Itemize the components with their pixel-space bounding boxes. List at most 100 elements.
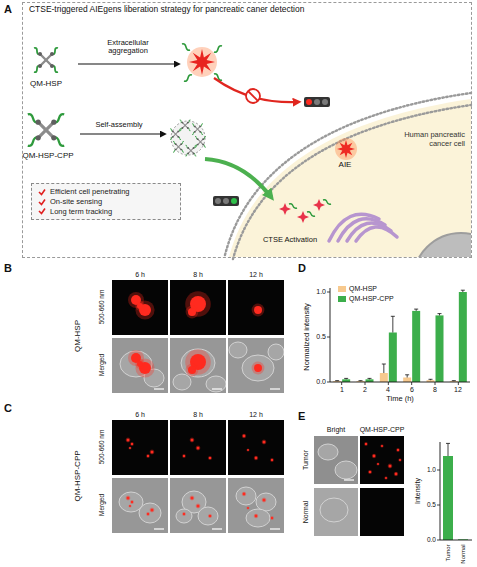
peptide-chain: [180, 128, 183, 131]
molecule-atom: [172, 136, 174, 138]
fluorescence-glow: [146, 454, 150, 458]
micrograph: [360, 488, 404, 536]
tick-label: 12: [454, 386, 462, 394]
fluorescence-spot: [209, 457, 212, 460]
tick-label: 4: [386, 386, 390, 394]
scale-bar: [344, 479, 354, 480]
fluorescence-glow: [135, 300, 154, 319]
micrograph: [228, 280, 284, 335]
fluorescence-glow: [135, 359, 145, 369]
fluorescence-glow: [135, 301, 145, 311]
axis-title: Intensity: [414, 478, 422, 504]
legend-swatch: [338, 296, 346, 302]
fluorescence-spot: [191, 439, 194, 442]
fluorescence-spot: [147, 455, 149, 457]
peptide-chain: [200, 132, 203, 135]
molecule-atom: [172, 131, 174, 133]
molecule-icon: [34, 48, 58, 72]
peptide-chain: [181, 141, 184, 144]
micrograph: [170, 478, 226, 533]
axis-tick: [327, 292, 330, 293]
peptide-chain: [173, 141, 176, 144]
endoplasmic-reticulum: [338, 219, 385, 241]
check-item: Efficient cell penetrating: [38, 187, 174, 197]
molecule-icon: [170, 129, 181, 140]
micrograph-ground: [170, 338, 226, 393]
tick-label: 0.5: [316, 333, 326, 341]
micrograph: [314, 488, 358, 536]
axis-tick: [437, 505, 440, 506]
micrograph: [228, 420, 284, 475]
molecule-core: [198, 139, 203, 144]
bar-chart: [327, 288, 470, 385]
check-mark-stroke: [39, 199, 45, 204]
molecule-atom: [36, 135, 41, 140]
peptide-chain: [188, 128, 191, 131]
bar-chart: [437, 442, 472, 540]
fluorescence-spot: [243, 493, 246, 496]
panel-title: CTSE-triggered AIEgens liberation strate…: [23, 3, 471, 17]
feature-text: Efficient cell penetrating: [50, 187, 130, 197]
molecule-core: [182, 123, 187, 128]
check-item: Long term tracking: [38, 207, 174, 217]
cell-outline: [320, 498, 348, 522]
cell-outline: [236, 487, 256, 505]
fluorescence-glow: [208, 514, 212, 518]
fluorescence-glow: [128, 446, 131, 449]
molecule-atom: [180, 149, 182, 151]
peptide-chain: [170, 129, 173, 132]
ctse-star: [297, 211, 309, 223]
tick-label: Tumor: [445, 544, 452, 561]
tick-label: 0.0: [316, 378, 326, 386]
peptide-chain: [192, 132, 195, 135]
fluorescence-spot: [197, 505, 200, 508]
fluorescence-spot: [399, 459, 401, 461]
peptide-chain: [185, 145, 188, 148]
scale-bar: [270, 528, 280, 529]
peptide-chain: [323, 200, 331, 205]
peptide-chain: [194, 153, 197, 156]
traffic-light-housing: [213, 196, 239, 206]
molecule-atom: [38, 64, 42, 68]
micrograph: [314, 436, 358, 484]
peptide-chain: [188, 120, 191, 123]
ctse-star: [279, 203, 291, 215]
molecule-atom: [187, 147, 189, 149]
cell-outline: [120, 351, 152, 377]
peptide-chain: [203, 144, 206, 147]
peptide-chain: [184, 75, 192, 81]
micrograph: [112, 420, 168, 475]
aggregate-glow: [187, 47, 217, 77]
molecule-atom: [182, 127, 184, 129]
fluorescence-glow: [126, 496, 131, 501]
check-mark: [38, 198, 46, 206]
check-mark-stroke: [39, 209, 45, 214]
fluorescence-glow: [252, 304, 265, 317]
error-cap: [382, 364, 386, 365]
fluorescence-spot: [188, 366, 196, 374]
molecule-core: [182, 123, 187, 128]
fluorescence-spot: [247, 449, 249, 451]
fluorescence-spot: [127, 497, 130, 500]
endoplasmic-reticulum: [347, 223, 391, 241]
molecule-atom: [202, 144, 204, 146]
row-label: QM-HSP: [74, 320, 83, 352]
fluorescence-spot: [369, 471, 372, 474]
fluorescence-spot: [129, 447, 131, 449]
aie-glow: [335, 138, 357, 160]
tick-label: 6: [410, 386, 414, 394]
micrograph: [228, 478, 284, 533]
fluorescence-glow: [394, 472, 398, 476]
micrograph-ground: [314, 436, 358, 484]
fluorescence-glow: [380, 444, 384, 448]
fluorescence-glow: [270, 516, 274, 520]
micrograph-ground: [228, 338, 284, 393]
channel-label: Merged: [98, 354, 105, 376]
molecule-core: [38, 122, 54, 138]
error-cap: [335, 380, 339, 381]
bar: [403, 378, 411, 383]
error-cap: [405, 374, 409, 375]
axis-tick: [327, 337, 330, 338]
legend-swatch: [338, 286, 346, 292]
